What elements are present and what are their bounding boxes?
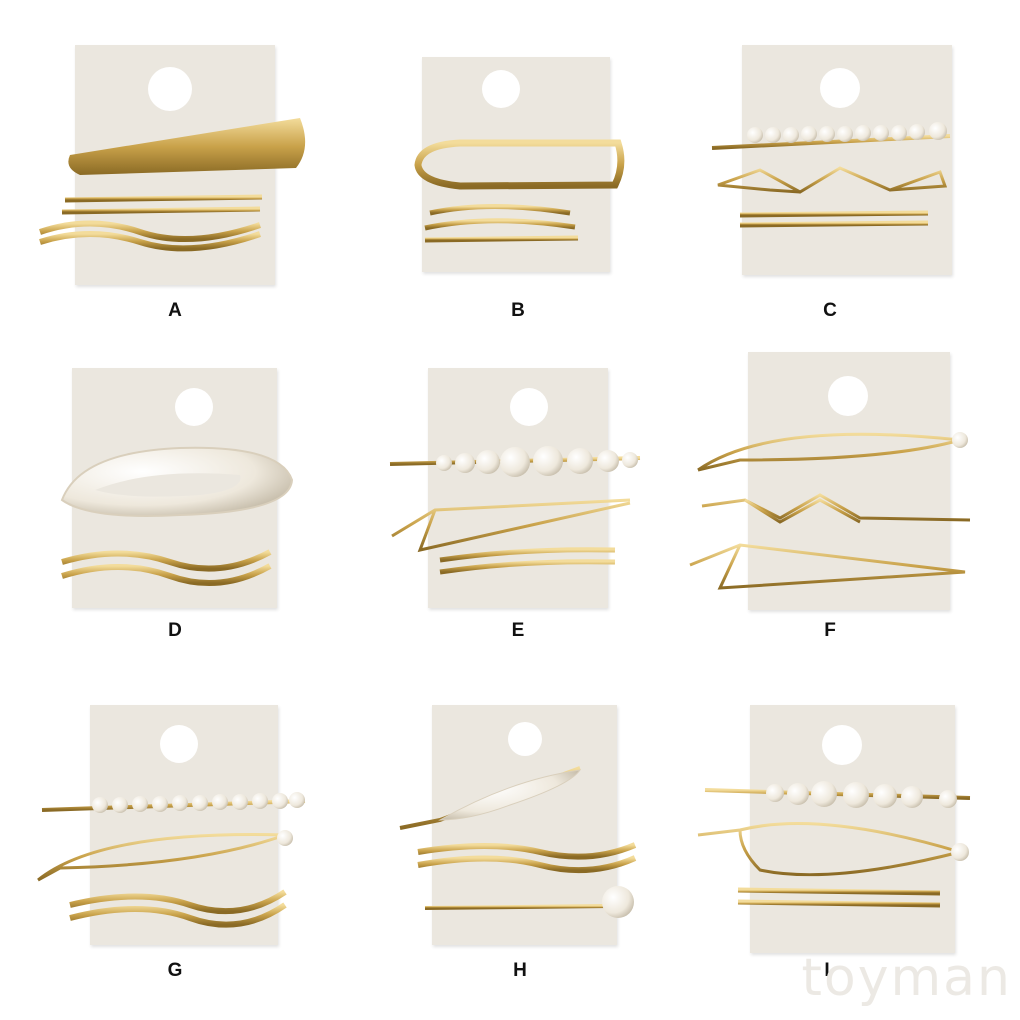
- hair-pin-set: [711, 122, 951, 228]
- hair-clip-set: [60, 446, 294, 587]
- product-c: C: [680, 0, 1020, 340]
- product-label: C: [823, 300, 837, 321]
- pearl-row: [436, 446, 638, 477]
- pearl-cluster-pin: [438, 769, 582, 821]
- hair-clip-set: [39, 118, 306, 252]
- hair-pin-set: [37, 792, 306, 928]
- product-label: F: [824, 620, 836, 641]
- pearl-accent: [602, 886, 634, 918]
- product-a: A: [0, 0, 340, 340]
- card-hole: [148, 67, 192, 111]
- product-label: B: [511, 300, 525, 321]
- card-hole: [482, 70, 520, 108]
- product-label: A: [168, 300, 182, 321]
- card-hole: [822, 725, 862, 765]
- card-hole: [828, 376, 868, 416]
- pearl-accent: [952, 432, 968, 448]
- product-label: D: [168, 620, 182, 641]
- gold-open-clip: [414, 139, 625, 190]
- product-i: I: [680, 680, 1020, 1020]
- watermark: toyman: [801, 948, 1012, 1008]
- pearl-accent: [277, 830, 293, 846]
- product-label: H: [513, 960, 527, 981]
- product-f: F: [680, 340, 1020, 680]
- product-b: B: [340, 0, 680, 340]
- hair-pin-set: [389, 446, 641, 575]
- pearl-row: [747, 122, 947, 143]
- gold-snap-clip: [68, 118, 306, 175]
- hair-clip-set: [414, 139, 625, 243]
- hair-pin-set: [399, 766, 637, 918]
- product-g: G: [0, 680, 340, 1020]
- card-hole: [508, 722, 542, 756]
- pearl-accent: [951, 843, 969, 861]
- product-label: G: [167, 960, 183, 981]
- pearl-row: [92, 792, 305, 813]
- pearl-row: [766, 781, 957, 808]
- card-hole: [160, 725, 198, 763]
- card-hole: [510, 388, 548, 426]
- card-hole: [820, 68, 860, 108]
- product-label: E: [511, 620, 525, 641]
- product-d: D: [0, 340, 340, 680]
- product-e: E: [340, 340, 680, 680]
- card-hole: [175, 388, 213, 426]
- product-h: H: [340, 680, 680, 1020]
- hair-pin-set: [697, 781, 971, 908]
- hair-pin-set: [689, 432, 971, 590]
- product-label: I: [824, 960, 830, 981]
